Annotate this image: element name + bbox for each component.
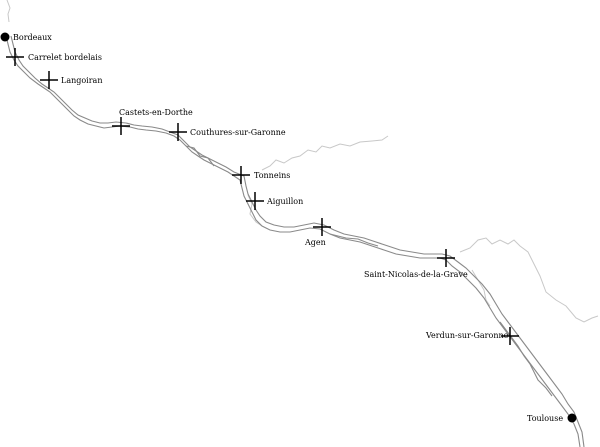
place-bordeaux: Bordeaux <box>0 32 52 42</box>
river-braid-1 <box>185 145 215 167</box>
place-label-castets-en-dorthe: Castets-en-Dorthe <box>119 108 193 117</box>
place-label-carrelet-bordelais: Carrelet bordelais <box>28 53 102 62</box>
cross-marker-icon <box>40 71 58 89</box>
tributary-tarn <box>459 237 599 323</box>
river-channel-right <box>10 35 585 447</box>
place-label-agen: Agen <box>304 238 326 247</box>
place-couthures-sur-garonne: Couthures-sur-Garonne <box>169 123 286 141</box>
place-tonneins: Tonneins <box>232 166 290 184</box>
place-agen: Agen <box>304 218 331 247</box>
city-dot-icon <box>0 32 10 42</box>
cross-marker-icon <box>246 192 264 210</box>
place-verdun-sur-garonne: Verdun-sur-Garonne <box>425 327 519 345</box>
river-braid-3 <box>499 321 553 397</box>
place-saint-nicolas-de-la-grave: Saint-Nicolas-de-la-Grave <box>364 249 468 279</box>
place-carrelet-bordelais: Carrelet bordelais <box>6 48 102 66</box>
place-toulouse: Toulouse <box>527 413 577 423</box>
place-label-bordeaux: Bordeaux <box>13 33 52 42</box>
place-aiguillon: Aiguillon <box>246 192 303 210</box>
place-label-saint-nicolas-de-la-grave: Saint-Nicolas-de-la-Grave <box>364 270 468 279</box>
cross-marker-icon <box>313 218 331 236</box>
city-dot-icon <box>567 413 577 423</box>
place-label-toulouse: Toulouse <box>527 414 563 423</box>
cross-marker-icon <box>112 117 130 135</box>
place-label-aiguillon: Aiguillon <box>266 197 303 206</box>
river-braid-2 <box>329 233 379 247</box>
tributary-gers <box>471 269 491 307</box>
cross-marker-icon <box>501 327 519 345</box>
place-langoiran: Langoiran <box>40 71 102 89</box>
place-label-langoiran: Langoiran <box>61 76 102 85</box>
tributary-north <box>6 0 11 23</box>
river-channel-left <box>5 35 581 447</box>
place-castets-en-dorthe: Castets-en-Dorthe <box>112 108 193 135</box>
cross-marker-icon <box>437 249 455 267</box>
garonne-river <box>5 35 585 447</box>
cross-marker-icon <box>6 48 24 66</box>
cross-marker-icon <box>232 166 250 184</box>
place-label-tonneins: Tonneins <box>254 171 290 180</box>
tributary-lot <box>261 135 389 171</box>
place-markers: Bordeaux Carrelet bordelais Langoiran <box>0 32 577 423</box>
place-label-couthures-sur-garonne: Couthures-sur-Garonne <box>190 128 286 137</box>
cross-marker-icon <box>169 123 187 141</box>
place-label-verdun-sur-garonne: Verdun-sur-Garonne <box>425 331 509 340</box>
